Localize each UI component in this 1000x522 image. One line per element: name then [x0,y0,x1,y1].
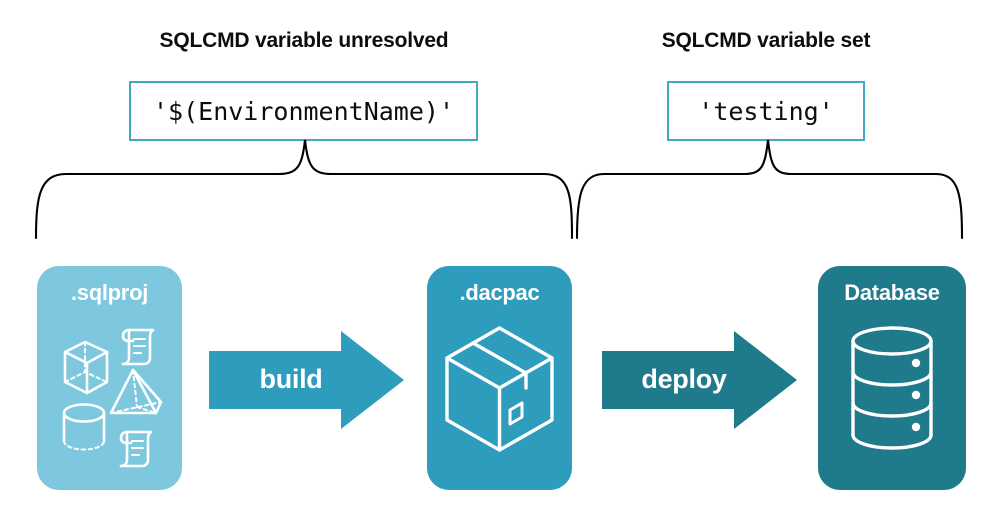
scroll-icon [121,328,155,366]
sqlproj-artwork [62,328,163,468]
scroll-icon [119,430,153,468]
pyramid-icon [109,368,163,415]
database-cylinder-icon [851,326,933,450]
code-box-testing: 'testing' [667,81,865,141]
arrow-build: build [207,328,407,432]
heading-sqlcmd-variable-set: SQLCMD variable set [661,29,871,52]
arrow-build-shape [209,331,404,429]
package-box-icon [445,326,554,452]
card-dacpac: .dacpac [427,266,572,490]
right-brace-icon [575,139,964,240]
arrow-deploy-shape [602,331,797,429]
arrow-deploy: deploy [600,328,800,432]
code-box-environment-name: '$(EnvironmentName)' [129,81,478,141]
card-database: Database [818,266,966,490]
cube-icon [63,340,109,395]
heading-sqlcmd-variable-unresolved: SQLCMD variable unresolved [159,29,449,52]
left-brace-icon [34,139,574,240]
brace-group [34,139,964,240]
cylinder-icon [62,403,106,451]
card-database-title: Database [844,280,940,305]
card-dacpac-title: .dacpac [459,280,540,305]
card-sqlproj-title: .sqlproj [70,280,149,305]
card-sqlproj: .sqlproj [37,266,182,490]
database-artwork [851,326,933,450]
dacpac-artwork [445,326,554,452]
